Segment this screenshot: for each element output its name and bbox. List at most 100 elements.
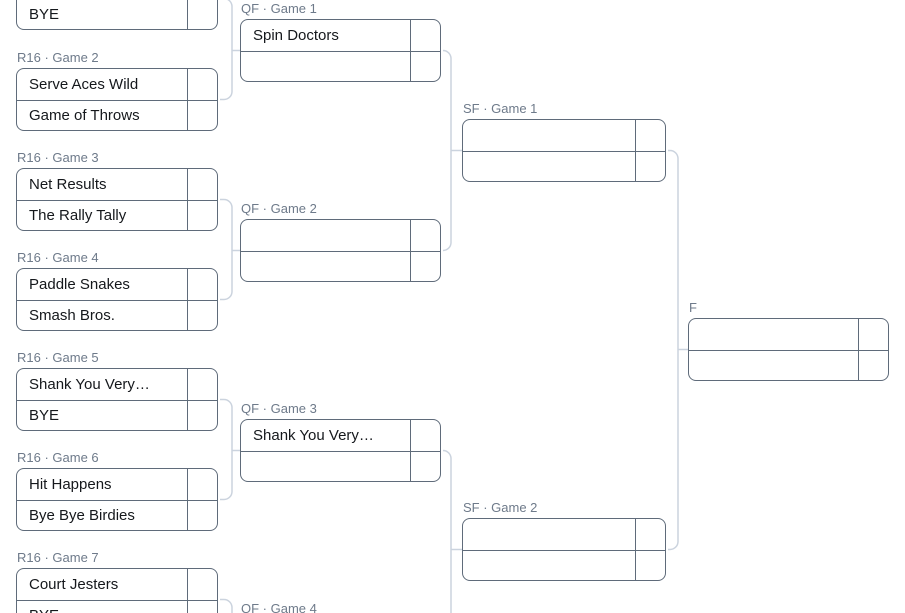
connector-line [442, 49, 452, 252]
team-slot[interactable]: Hit Happens [17, 469, 217, 500]
match-r16-game3: R16 · Game 3 Net Results The Rally Tally [16, 150, 218, 231]
team-name: Game of Throws [29, 106, 140, 124]
connector-line [220, 398, 233, 501]
match-r16-game1: BYE [16, 0, 218, 30]
team-slot[interactable]: Bye Bye Birdies [17, 499, 217, 530]
team-name [463, 120, 635, 151]
match-label: QF · Game 2 [241, 201, 317, 216]
score-cell [187, 0, 217, 29]
match-r16-game6: R16 · Game 6 Hit Happens Bye Bye Birdies [16, 450, 218, 531]
match-label: R16 · Game 3 [17, 150, 99, 165]
connector-line [220, 0, 233, 101]
score-cell [858, 350, 888, 380]
match-label: R16 · Game 5 [17, 350, 99, 365]
score-cell [410, 20, 440, 51]
score-cell [187, 200, 217, 230]
team-name: Serve Aces Wild [29, 75, 139, 93]
team-slot[interactable]: Paddle Snakes [17, 269, 217, 300]
match-label: F [689, 300, 697, 315]
score-cell [635, 519, 665, 550]
score-cell [187, 300, 217, 330]
connector-line [220, 198, 233, 301]
score-cell [187, 69, 217, 100]
match-r16-game7: R16 · Game 7 Court Jesters BYE [16, 550, 218, 613]
team-slot[interactable]: Net Results [17, 169, 217, 200]
team-name: BYE [29, 406, 60, 424]
team-name: Shank You Very… [29, 375, 150, 393]
team-slot[interactable] [689, 349, 888, 381]
team-slot[interactable] [463, 150, 665, 182]
match-label: QF · Game 1 [241, 1, 317, 16]
connector-line [442, 449, 452, 613]
match-label: SF · Game 1 [463, 101, 538, 116]
match-label: R16 · Game 7 [17, 550, 99, 565]
score-cell [187, 169, 217, 200]
team-name [689, 351, 858, 381]
team-slot[interactable] [241, 250, 440, 282]
team-name [689, 319, 858, 350]
match-r16-game4: R16 · Game 4 Paddle Snakes Smash Bros. [16, 250, 218, 331]
match-label: R16 · Game 2 [17, 50, 99, 65]
score-cell [635, 120, 665, 151]
match-qf-game3: QF · Game 3 Shank You Very… [240, 401, 441, 482]
score-cell [858, 319, 888, 350]
score-cell [410, 420, 440, 451]
team-slot[interactable] [689, 319, 888, 350]
team-name: Court Jesters [29, 575, 119, 593]
team-slot[interactable]: Court Jesters [17, 569, 217, 600]
team-name [241, 220, 410, 251]
team-name [241, 452, 410, 482]
team-name: Bye Bye Birdies [29, 506, 135, 524]
team-slot[interactable] [241, 450, 440, 482]
team-slot[interactable]: Shank You Very… [17, 369, 217, 400]
match-sf-game2: SF · Game 2 [462, 500, 666, 581]
team-name: Net Results [29, 175, 107, 193]
score-cell [187, 369, 217, 400]
match-r16-game5: R16 · Game 5 Shank You Very… BYE [16, 350, 218, 431]
team-name [463, 519, 635, 550]
match-label: R16 · Game 6 [17, 450, 99, 465]
team-slot[interactable] [463, 549, 665, 581]
score-cell [410, 251, 440, 281]
score-cell [410, 220, 440, 251]
score-cell [187, 600, 217, 613]
team-slot[interactable]: Spin Doctors [241, 20, 440, 51]
team-name: Hit Happens [29, 475, 112, 493]
team-name: The Rally Tally [29, 206, 127, 224]
connector-line [220, 598, 233, 613]
match-label: SF · Game 2 [463, 500, 538, 515]
team-name [463, 551, 635, 581]
team-slot[interactable] [463, 120, 665, 151]
match-label: R16 · Game 4 [17, 250, 99, 265]
score-cell [187, 269, 217, 300]
team-slot[interactable]: BYE [17, 0, 217, 29]
team-name [241, 52, 410, 82]
team-slot[interactable]: BYE [17, 399, 217, 430]
team-slot[interactable]: Shank You Very… [241, 420, 440, 451]
team-slot[interactable] [463, 519, 665, 550]
team-name [463, 152, 635, 182]
team-slot[interactable]: Smash Bros. [17, 299, 217, 330]
match-label: QF · Game 3 [241, 401, 317, 416]
score-cell [187, 400, 217, 430]
team-name: Paddle Snakes [29, 275, 130, 293]
team-slot[interactable]: Game of Throws [17, 99, 217, 130]
team-slot[interactable]: BYE [17, 599, 217, 613]
connector-line [668, 149, 679, 551]
team-slot[interactable] [241, 220, 440, 251]
score-cell [187, 469, 217, 500]
team-slot[interactable] [241, 50, 440, 82]
team-slot[interactable]: The Rally Tally [17, 199, 217, 230]
match-sf-game1: SF · Game 1 [462, 101, 666, 182]
team-name: Spin Doctors [253, 26, 339, 44]
score-cell [410, 51, 440, 81]
score-cell [635, 550, 665, 580]
team-name [241, 252, 410, 282]
score-cell [635, 151, 665, 181]
match-r16-game2: R16 · Game 2 Serve Aces Wild Game of Thr… [16, 50, 218, 131]
match-qf-game2: QF · Game 2 [240, 201, 441, 282]
team-slot[interactable]: Serve Aces Wild [17, 69, 217, 100]
score-cell [187, 569, 217, 600]
team-name: BYE [17, 601, 187, 613]
score-cell [187, 500, 217, 530]
